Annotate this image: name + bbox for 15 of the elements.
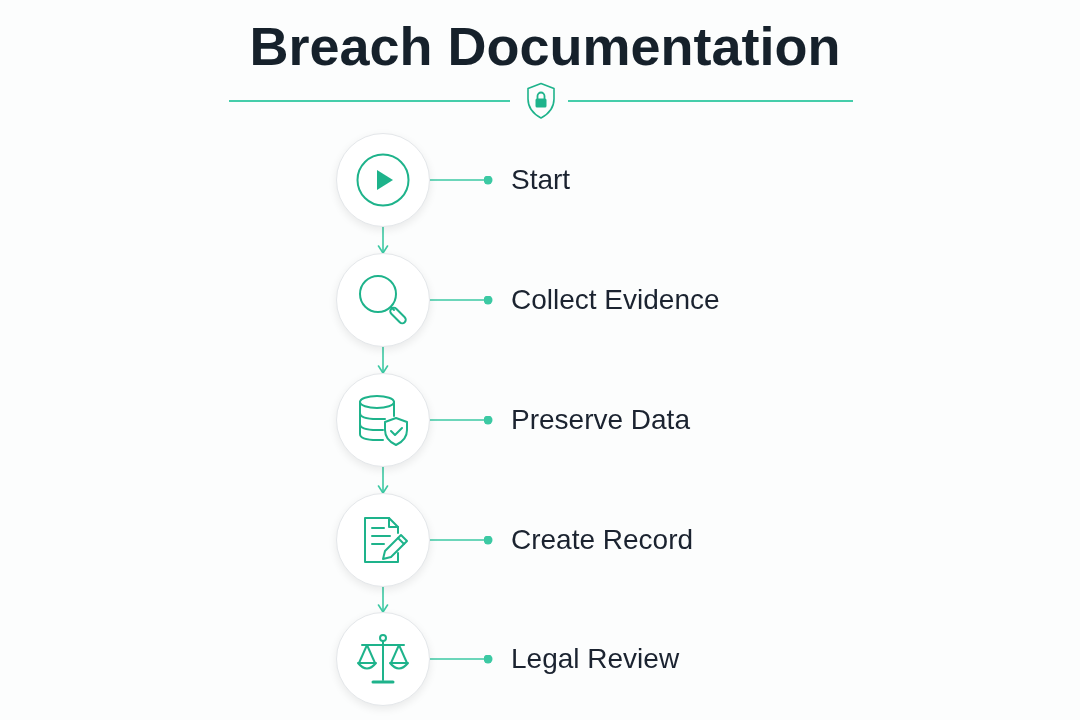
connector-line [429, 654, 493, 664]
connector-line [429, 295, 493, 305]
arrow [377, 346, 389, 374]
step-label: Start [511, 162, 571, 198]
connector-line [429, 175, 493, 185]
arrow [377, 226, 389, 254]
step-label: Legal Review [511, 641, 680, 677]
step-label: Create Record [511, 522, 694, 558]
connector-line [429, 415, 493, 425]
title: Breach Documentation [249, 19, 841, 73]
arrow [377, 466, 389, 494]
connector-line [429, 535, 493, 545]
step-label: Preserve Data [511, 402, 690, 438]
arrow [377, 586, 389, 613]
step-label: Collect Evidence [511, 282, 720, 318]
